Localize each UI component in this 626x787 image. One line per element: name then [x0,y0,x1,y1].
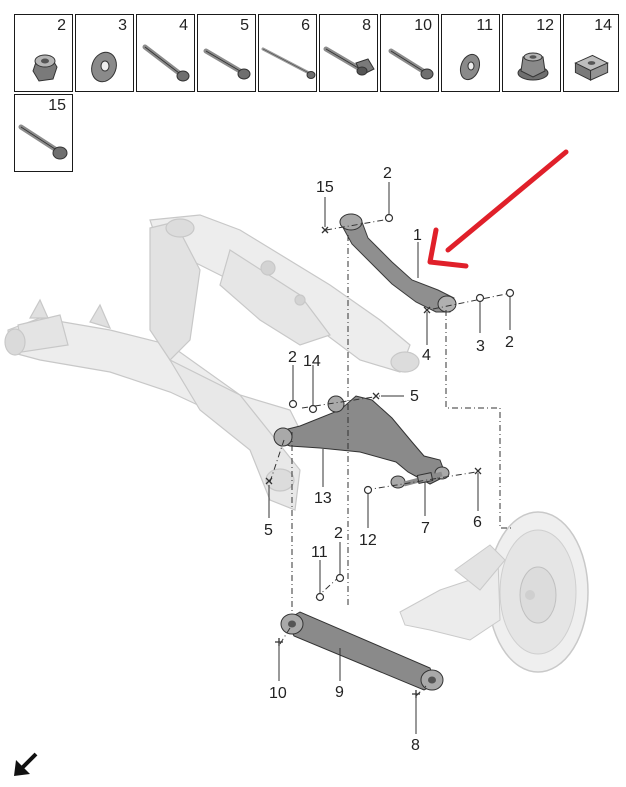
callout-6: 6 [473,514,482,531]
legend-number: 15 [48,97,66,114]
callout-5: 5 [410,388,419,405]
legend-cell-15[interactable]: 15 [14,94,73,172]
callout-5: 5 [264,522,273,539]
callout-3: 3 [476,338,485,355]
legend-cell-5[interactable]: 5 [197,14,256,92]
legend-number: 11 [476,17,493,34]
washer-icon [459,53,481,81]
callout-2: 2 [288,349,297,366]
upper-control-arm [339,213,457,313]
washer-icon [91,51,117,83]
legend-number: 8 [362,17,371,34]
legend-number: 2 [57,17,66,34]
legend-cell-8[interactable]: 8 [319,14,378,92]
callout-7: 7 [421,520,430,537]
legend-cell-6[interactable]: 6 [258,14,317,92]
callout-14: 14 [303,353,321,370]
legend-cell-2[interactable]: 2 [14,14,73,92]
direction-arrow-icon [14,752,38,776]
wheel-hub-assembly [399,511,589,673]
legend-cell-4[interactable]: 4 [136,14,195,92]
trailing-link [280,611,444,691]
eccentric-bolt-icon [323,46,375,76]
callout-15: 15 [316,179,334,196]
legend-cell-14[interactable]: 14 [563,14,619,92]
legend-number: 6 [301,17,310,34]
callout-1: 1 [413,227,422,244]
square-nut-icon [574,54,609,81]
callout-8: 8 [411,737,420,754]
bolt-icon [18,124,68,160]
callout-13: 13 [314,490,332,507]
leader-lines [268,182,511,734]
rear-subframe [4,214,420,511]
hex-nut-icon [32,54,58,82]
flange-nut-icon [517,52,549,81]
legend-number: 4 [179,17,188,34]
callout-4: 4 [422,347,431,364]
callout-12: 12 [359,532,377,549]
legend-number: 5 [240,17,249,34]
callout-9: 9 [335,684,344,701]
parts-legend: 2 3 4 5 6 [14,14,619,175]
legend-cell-10[interactable]: 10 [380,14,439,92]
lower-control-arm [273,395,450,489]
legend-cell-12[interactable]: 12 [502,14,561,92]
callout-11: 11 [311,544,328,561]
highlight-arrow [427,149,569,269]
callout-10: 10 [269,685,287,702]
legend-number: 10 [414,17,432,34]
bolt-markers [265,226,482,698]
callout-2: 2 [334,525,343,542]
legend-cell-3[interactable]: 3 [75,14,134,92]
legend-number: 14 [594,17,612,34]
bolt-icon [388,48,434,80]
callout-2: 2 [383,165,392,182]
callout-2: 2 [505,334,514,351]
legend-number: 3 [118,17,127,34]
bolt-icon [142,44,190,82]
legend-cell-11[interactable]: 11 [441,14,500,92]
callout-labels: 15 2 1 3 2 4 2 14 5 5 13 12 7 6 2 11 10 … [264,165,514,754]
assembly-lines [269,219,512,697]
legend-number: 12 [536,17,554,34]
bolt-icon [203,48,251,80]
long-bolt-icon [261,47,316,79]
